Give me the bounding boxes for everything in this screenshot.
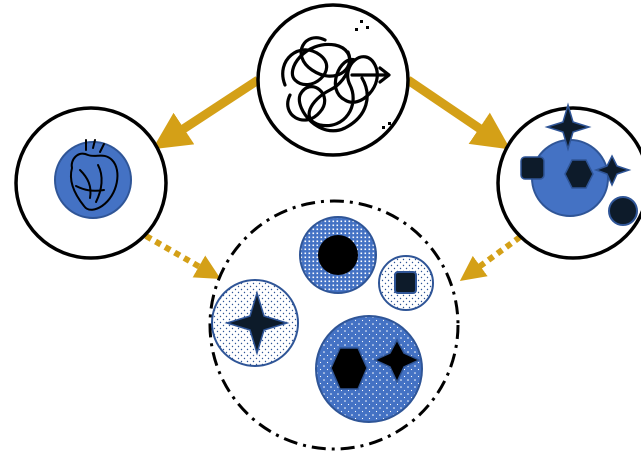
square-icon	[520, 156, 545, 180]
four-point-star-icon	[373, 338, 421, 384]
four-point-star-icon	[593, 154, 632, 187]
node-right	[496, 102, 641, 260]
decorative-dots	[355, 20, 391, 129]
four-point-star-icon	[544, 102, 592, 152]
node-bottom	[208, 199, 460, 451]
member-dense-circle	[299, 216, 377, 294]
arrow-left-to-bottom	[144, 233, 221, 280]
tangled-path-icon	[281, 36, 391, 133]
arrow-right-to-bottom	[459, 234, 522, 281]
member-hexagon-star	[315, 315, 423, 423]
black-circle-icon	[608, 196, 638, 226]
hexagon-icon	[564, 159, 594, 189]
square-icon	[394, 271, 417, 294]
four-point-star-icon	[224, 290, 290, 356]
black-circle-icon	[318, 235, 358, 275]
mixed-shapes-icon	[520, 102, 638, 226]
hexagon-icon	[330, 347, 368, 390]
node-top	[256, 3, 410, 157]
arrow-top-to-right	[405, 76, 511, 150]
node-left	[14, 106, 168, 260]
arrows	[144, 76, 522, 281]
member-star	[211, 279, 299, 367]
member-square	[378, 255, 434, 311]
heart-icon	[70, 139, 119, 211]
arrow-top-to-left	[152, 76, 261, 150]
